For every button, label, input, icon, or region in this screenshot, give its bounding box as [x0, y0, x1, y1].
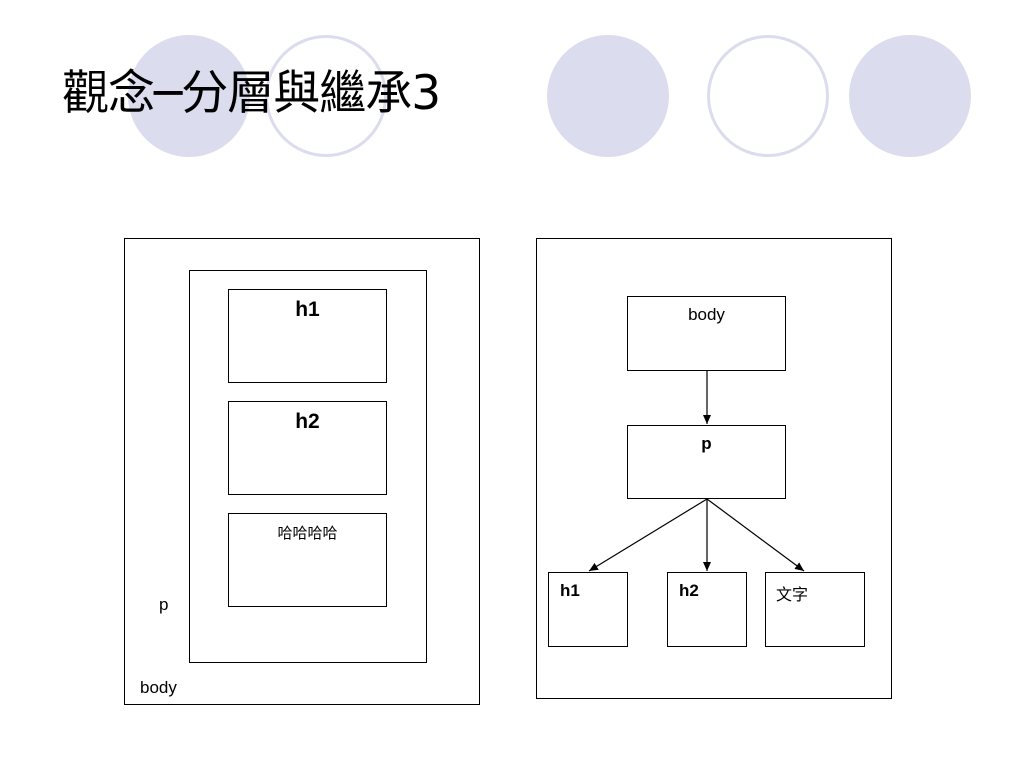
- nested-h1-box: h1: [228, 289, 387, 383]
- nested-h2-box: h2: [228, 401, 387, 495]
- nested-h1-label: h1: [295, 298, 320, 321]
- tree-text-label: 文字: [776, 587, 809, 604]
- decor-circle-4: [707, 35, 829, 157]
- tree-text-node: 文字: [765, 572, 865, 647]
- nested-p-label: p: [159, 595, 169, 614]
- tree-p-label: p: [701, 434, 712, 453]
- tree-body-node: body: [627, 296, 786, 371]
- connector-p-h1: [588, 498, 708, 572]
- connector-p-text: [706, 498, 805, 572]
- tree-h1-label: h1: [560, 581, 580, 600]
- tree-body-label: body: [688, 305, 725, 324]
- decor-circle-3: [547, 35, 669, 157]
- decor-circle-2: [265, 35, 387, 157]
- tree-h2-node: h2: [667, 572, 747, 647]
- decor-circle-5: [849, 35, 971, 157]
- nested-text-box: 哈哈哈哈: [228, 513, 387, 607]
- tree-h2-label: h2: [679, 581, 699, 600]
- slide-title: 觀念─分層與繼承3: [62, 66, 441, 121]
- decor-circle-1: [128, 35, 250, 157]
- nested-text-label: 哈哈哈哈: [277, 525, 338, 542]
- tree-p-node: p: [627, 425, 786, 499]
- nested-body-label: body: [140, 678, 177, 697]
- nested-h2-label: h2: [295, 410, 320, 433]
- tree-h1-node: h1: [548, 572, 628, 647]
